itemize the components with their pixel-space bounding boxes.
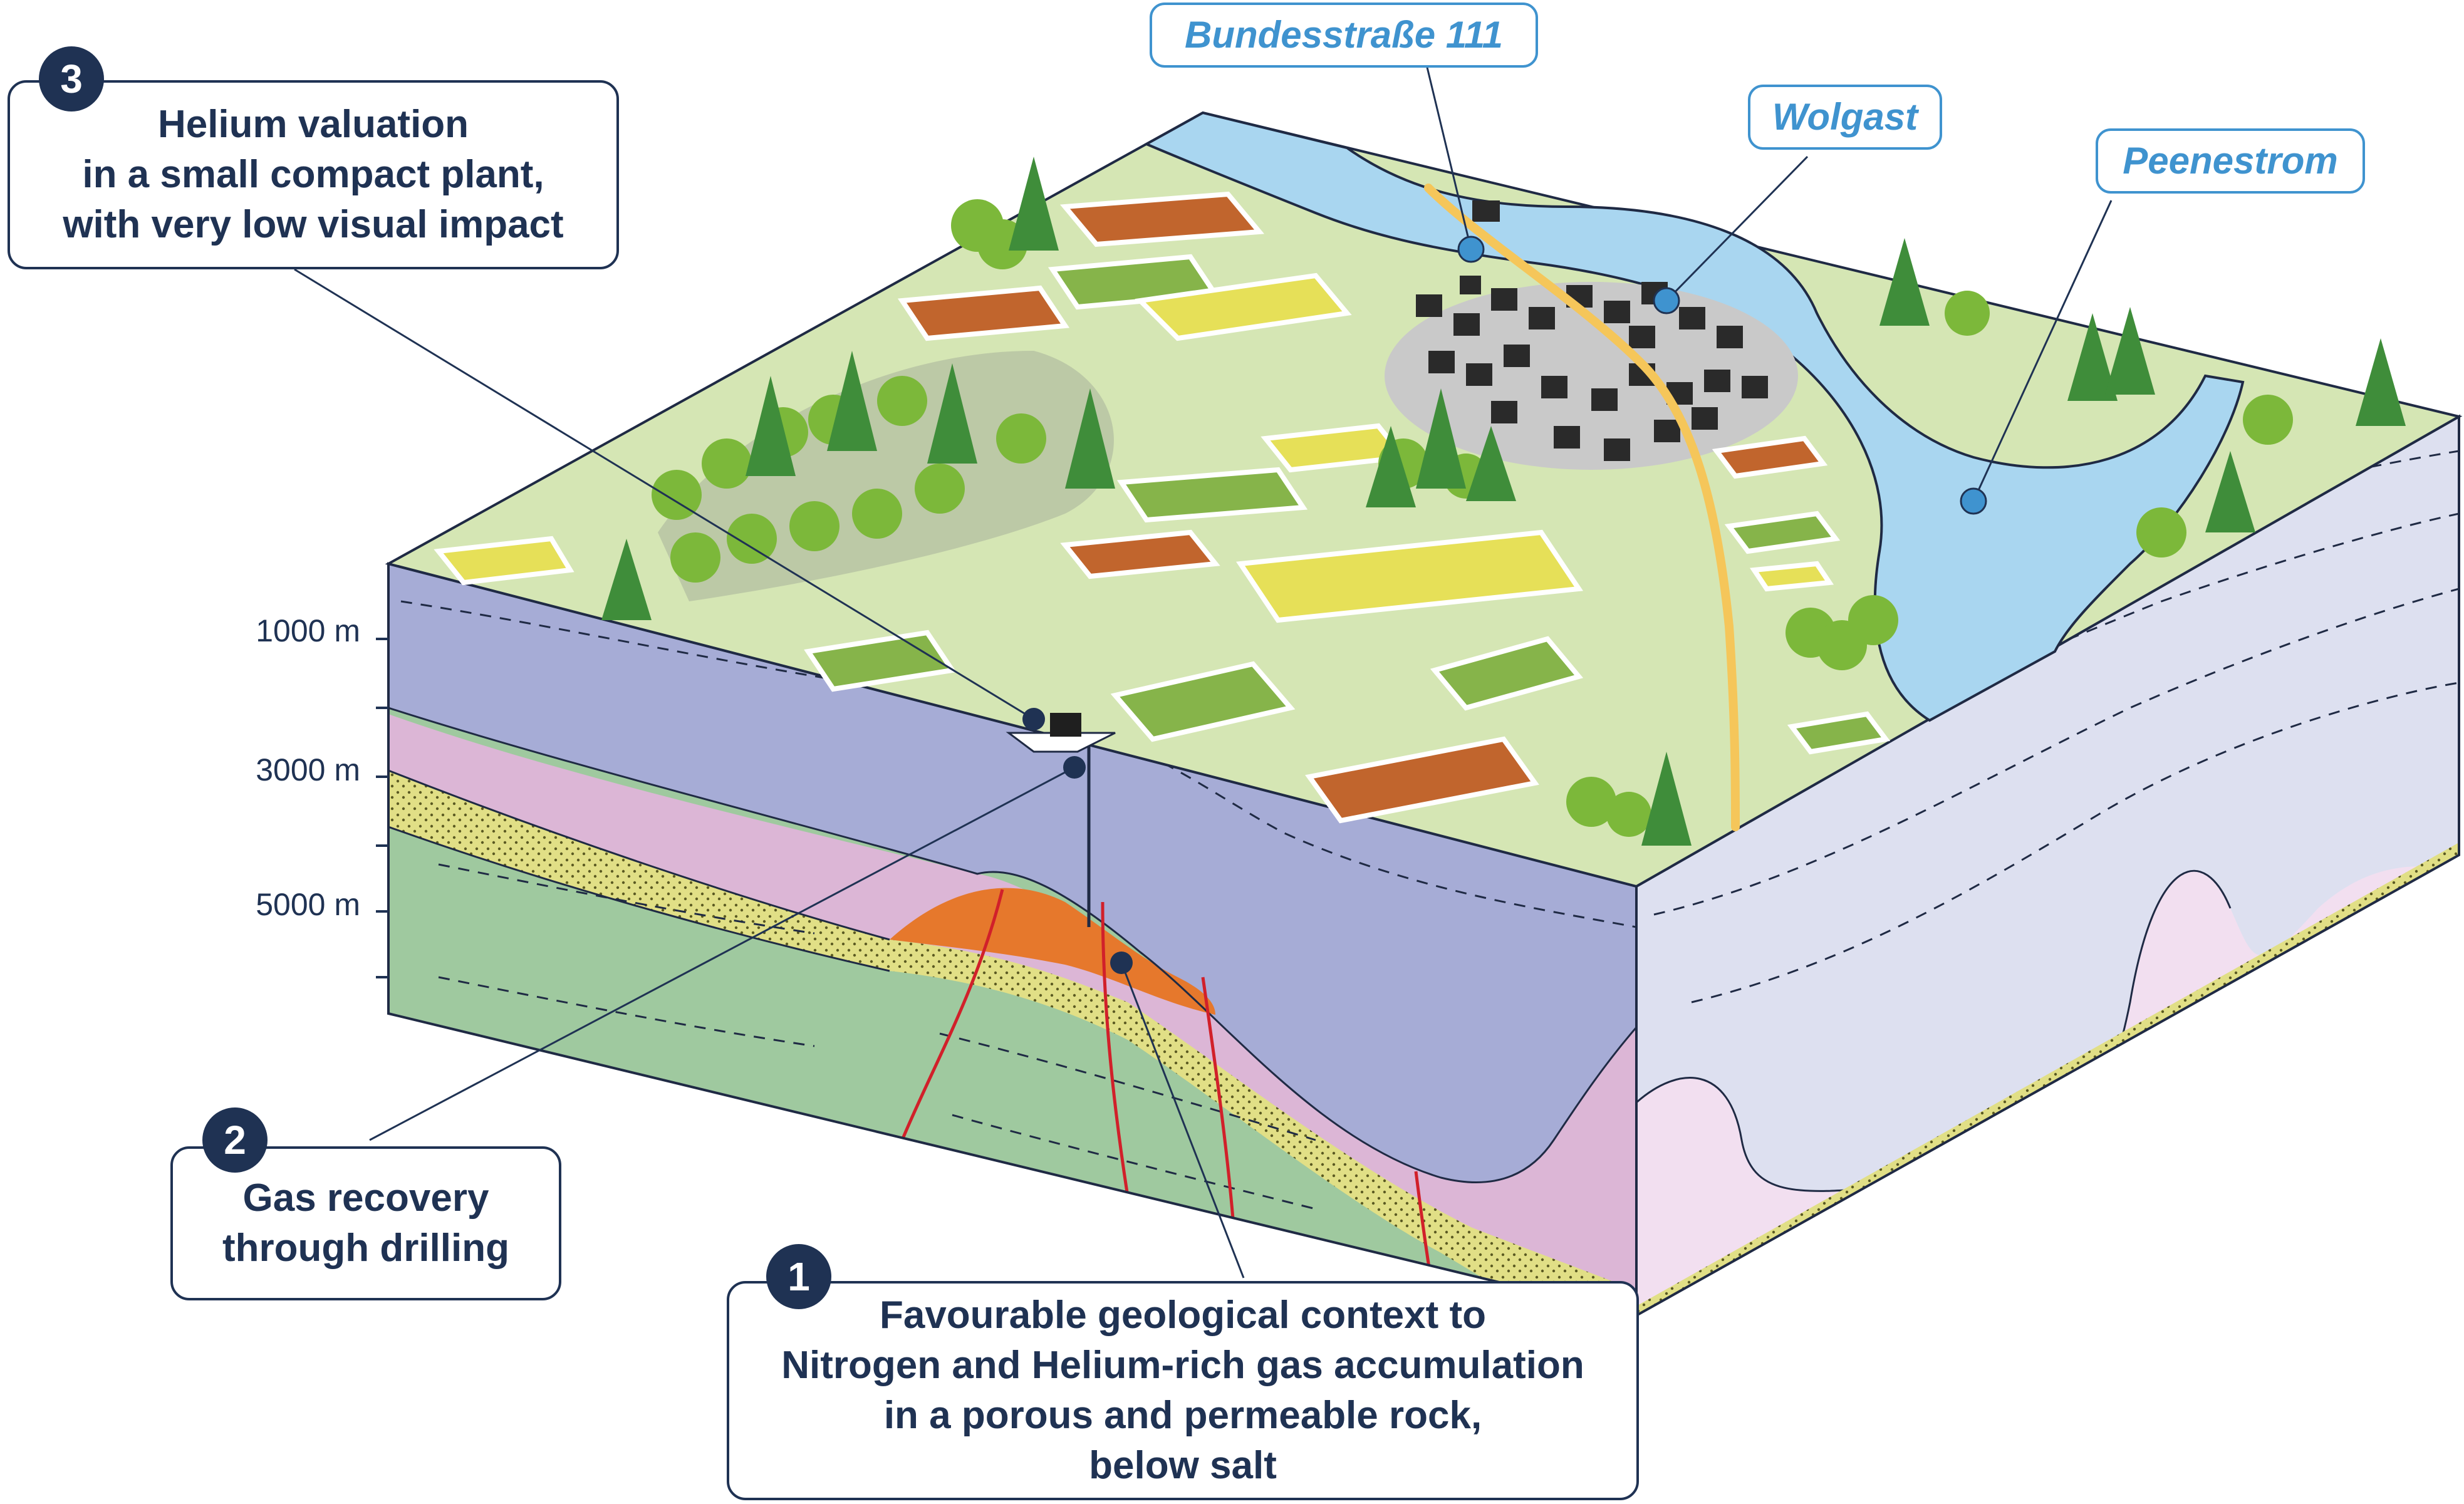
leader-dots [1022,708,1133,974]
leader-lines [294,59,2113,1278]
callout-3-line-3: with very low visual impact [63,203,564,246]
callout-helium-valuation: Helium valuation in a small compact plan… [8,80,619,269]
callout-1-number: 1 [766,1244,831,1309]
callout-3-number: 3 [39,46,104,112]
callout-2-line-2: through drilling [222,1227,509,1270]
callout-1-line-4: below salt [1089,1444,1277,1487]
depth-label-3000: 3000 m [256,752,360,787]
cover-layer [388,564,1636,1183]
depth-axis [376,638,388,978]
callout-1-line-2: Nitrogen and Helium-rich gas accumulatio… [781,1344,1584,1387]
callout-3-line-2: in a small compact plant, [82,153,544,196]
basement-layer [388,827,1636,1315]
trees [601,157,2406,846]
depth-label-5000: 5000 m [256,887,360,922]
fields [434,191,1891,824]
callout-geological-context: Favourable geological context to Nitroge… [727,1281,1639,1500]
callout-2-number: 2 [202,1107,268,1173]
town [1385,200,1798,470]
depth-label-1000: 1000 m [256,613,360,648]
compact-helium-plant [1006,713,1116,753]
town-label: Wolgast [1748,85,1942,150]
road [1424,184,1740,831]
road-label: Bundesstraße 111 [1150,3,1538,68]
callout-2-line-1: Gas recovery [242,1176,489,1220]
place-dots [1457,236,1987,515]
callout-1-line-3: in a porous and permeable rock, [883,1394,1482,1437]
river-label: Peenestrom [2096,128,2365,194]
callout-1-line-1: Favourable geological context to [879,1294,1487,1337]
gas-reservoir [890,888,1215,1015]
callout-3-line-1: Helium valuation [157,103,469,146]
